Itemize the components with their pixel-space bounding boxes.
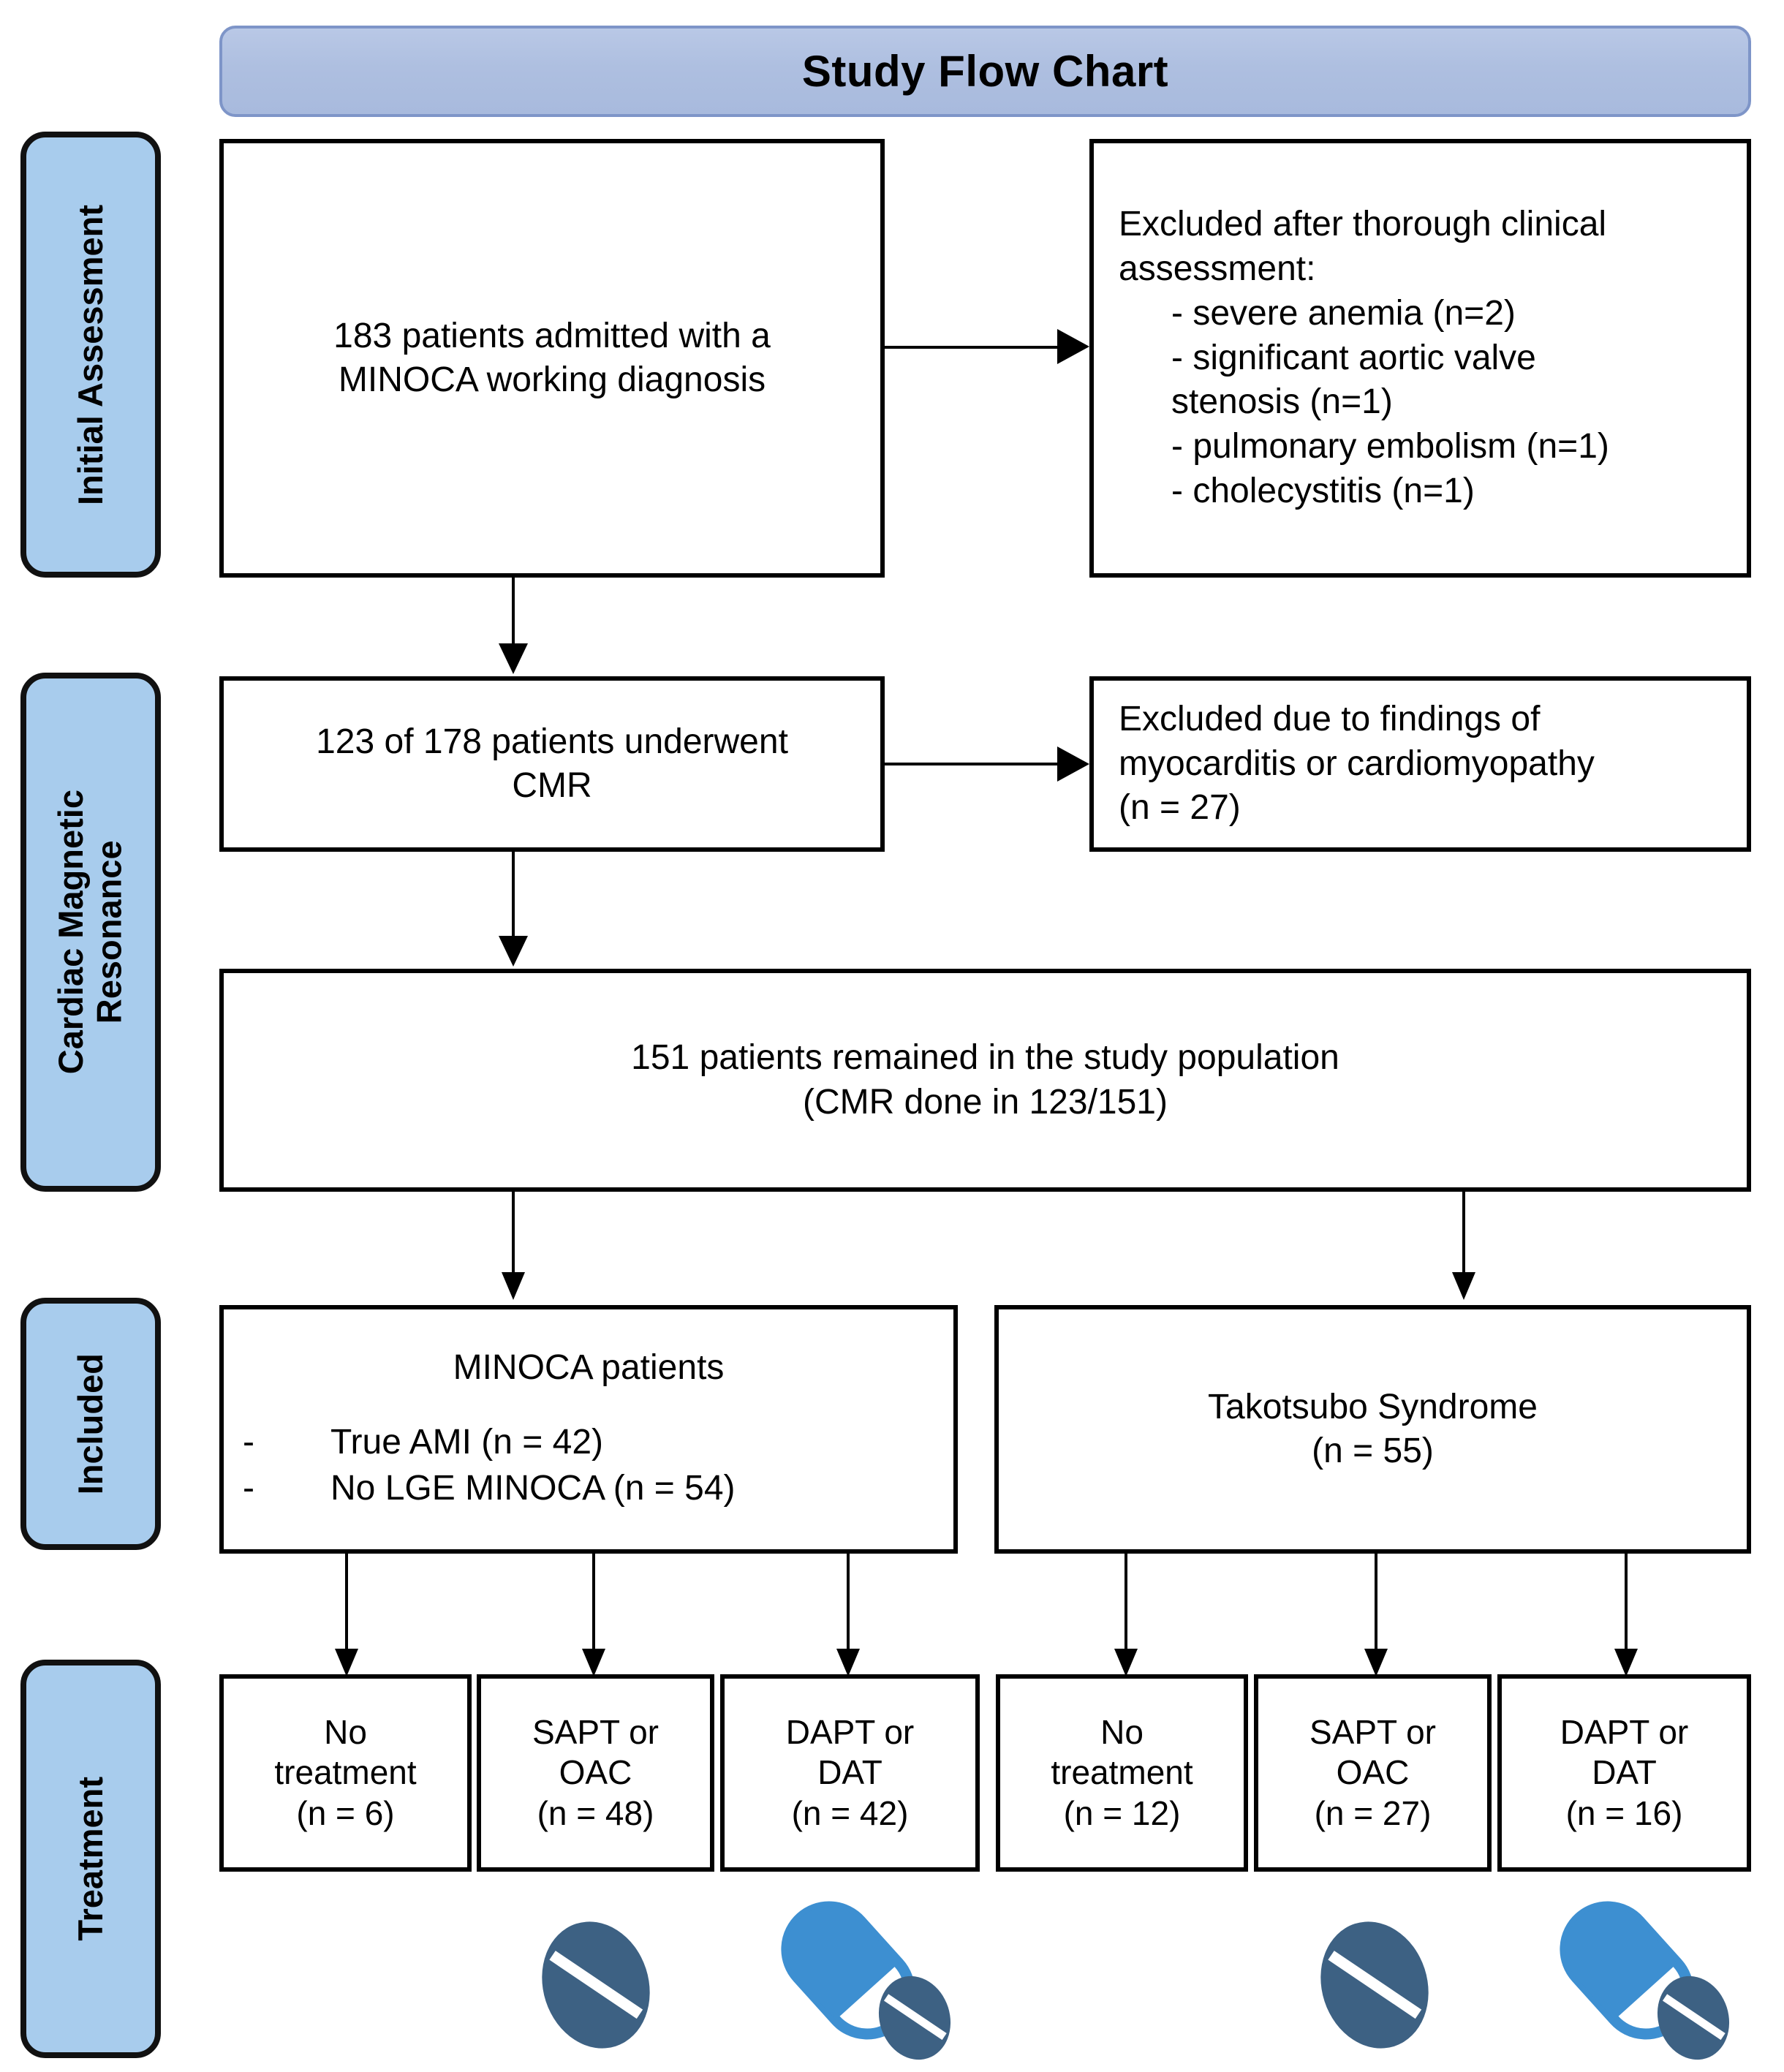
arrow-down-icon xyxy=(582,1649,605,1676)
stage-label: Cardiac Magnetic Resonance xyxy=(51,790,129,1075)
chart-title-banner: Study Flow Chart xyxy=(219,26,1751,117)
stage-initial-assessment: Initial Assessment xyxy=(20,132,161,578)
connector-cmr-to-remained xyxy=(512,852,515,943)
arrow-right-icon xyxy=(1057,329,1089,364)
arrow-down-icon xyxy=(499,643,528,674)
box-text: Takotsubo Syndrome (n = 55) xyxy=(1208,1387,1538,1470)
box-minoca-sapt-oac: SAPT or OAC (n = 48) xyxy=(477,1674,714,1872)
connector-population-to-minoca xyxy=(512,1192,515,1276)
box-takotsubo-no-treatment: No treatment (n = 12) xyxy=(996,1674,1248,1872)
connector-takotsubo-to-no-treatment xyxy=(1125,1554,1127,1652)
minoca-list-item: - True AMI (n = 42) xyxy=(243,1420,934,1465)
exclusion-item: - severe anemia (n=2) xyxy=(1171,293,1516,333)
connector-minoca-to-sapt xyxy=(592,1554,595,1652)
single-tablet-icon xyxy=(1305,1912,1444,2058)
box-takotsubo-dapt-dat: DAPT or DAT (n = 16) xyxy=(1497,1674,1751,1872)
minoca-item-text: No LGE MINOCA (n = 54) xyxy=(330,1468,736,1508)
box-text: No treatment (n = 6) xyxy=(274,1713,417,1832)
exclusion-heading: Excluded after thorough clinical assessm… xyxy=(1119,204,1607,288)
box-text: DAPT or DAT (n = 16) xyxy=(1560,1713,1689,1832)
box-text: 151 patients remained in the study popul… xyxy=(631,1038,1339,1122)
box-text: 183 patients admitted with a MINOCA work… xyxy=(333,316,771,399)
stage-label: Initial Assessment xyxy=(70,204,110,505)
connector-takotsubo-to-dapt xyxy=(1625,1554,1628,1652)
box-text: SAPT or OAC (n = 27) xyxy=(1309,1713,1436,1832)
box-minoca-dapt-dat: DAPT or DAT (n = 42) xyxy=(720,1674,980,1872)
exclusion-item: - pulmonary embolism (n=1) xyxy=(1171,427,1609,466)
box-patients-admitted: 183 patients admitted with a MINOCA work… xyxy=(219,139,885,578)
connector-takotsubo-to-sapt xyxy=(1375,1554,1377,1652)
minoca-title: MINOCA patients xyxy=(453,1348,725,1388)
capsule-and-tablet-icon xyxy=(771,1901,961,2062)
arrow-down-icon xyxy=(1364,1649,1388,1676)
arrow-down-icon xyxy=(502,1272,525,1300)
arrow-down-icon xyxy=(1452,1272,1475,1300)
bullet-dash: - xyxy=(243,1423,254,1462)
single-tablet-icon xyxy=(526,1912,665,2058)
box-text: No treatment (n = 12) xyxy=(1051,1713,1193,1832)
box-text: SAPT or OAC (n = 48) xyxy=(532,1713,659,1832)
arrow-down-icon xyxy=(1614,1649,1638,1676)
connector-admitted-to-excluded xyxy=(885,346,1057,349)
box-excluded-clinical: Excluded after thorough clinical assessm… xyxy=(1089,139,1751,578)
box-minoca-no-treatment: No treatment (n = 6) xyxy=(219,1674,472,1872)
box-cmr-performed: 123 of 178 patients underwent CMR xyxy=(219,676,885,852)
stage-cardiac-magnetic-resonance: Cardiac Magnetic Resonance xyxy=(20,673,161,1192)
stage-label: Treatment xyxy=(70,1777,110,1941)
exclusion-item: - significant aortic valve stenosis (n=1… xyxy=(1171,338,1536,422)
minoca-list-item: - No LGE MINOCA (n = 54) xyxy=(243,1466,934,1511)
box-study-population: 151 patients remained in the study popul… xyxy=(219,969,1751,1192)
connector-admitted-to-cmr xyxy=(512,578,515,651)
bullet-dash: - xyxy=(243,1468,254,1508)
connector-cmr-to-excluded xyxy=(885,763,1057,765)
box-takotsubo-syndrome: Takotsubo Syndrome (n = 55) xyxy=(994,1305,1751,1554)
arrow-down-icon xyxy=(499,936,528,967)
connector-minoca-to-dapt xyxy=(847,1554,850,1652)
box-text: 123 of 178 patients underwent CMR xyxy=(316,722,788,805)
capsule-and-tablet-icon xyxy=(1550,1901,1740,2062)
box-text: DAPT or DAT (n = 42) xyxy=(785,1713,915,1832)
arrow-right-icon xyxy=(1057,746,1089,782)
stage-included: Included xyxy=(20,1298,161,1550)
connector-minoca-to-no-treatment xyxy=(345,1554,348,1652)
arrow-down-icon xyxy=(836,1649,860,1676)
minoca-item-text: True AMI (n = 42) xyxy=(330,1423,604,1462)
exclusion-item: - cholecystitis (n=1) xyxy=(1171,472,1475,511)
box-takotsubo-sapt-oac: SAPT or OAC (n = 27) xyxy=(1254,1674,1492,1872)
box-excluded-cmr: Excluded due to findings of myocarditis … xyxy=(1089,676,1751,852)
box-minoca-patients: MINOCA patients - True AMI (n = 42) - No… xyxy=(219,1305,958,1554)
box-text: Excluded due to findings of myocarditis … xyxy=(1119,700,1595,828)
stage-label: Included xyxy=(70,1353,110,1495)
connector-population-to-takotsubo xyxy=(1462,1192,1465,1276)
chart-title: Study Flow Chart xyxy=(801,47,1169,96)
stage-treatment: Treatment xyxy=(20,1660,161,2058)
arrow-down-icon xyxy=(1114,1649,1138,1676)
arrow-down-icon xyxy=(335,1649,358,1676)
